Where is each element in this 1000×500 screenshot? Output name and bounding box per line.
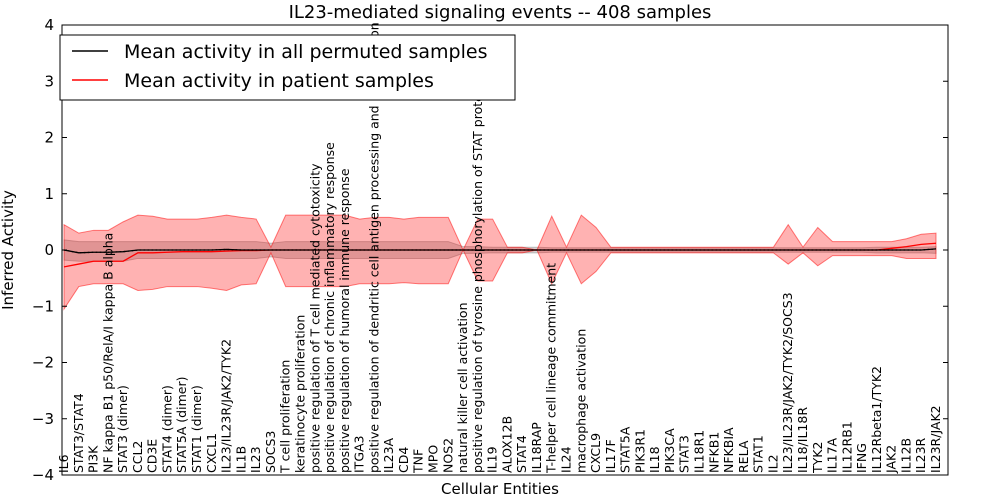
- x-tick-label: IL1B: [233, 446, 248, 473]
- y-tick-label: 0: [44, 241, 54, 259]
- x-tick-label: CXCL9: [588, 433, 603, 473]
- x-tick-label: T-helper cell lineage commitment: [544, 263, 559, 474]
- x-tick-label: SOCS3: [263, 431, 278, 473]
- x-tick-label: NF kappa B1 p50/RelA/I kappa B alpha: [100, 233, 115, 473]
- plot-frame: [61, 24, 949, 476]
- x-tick-label: STAT3: [677, 435, 692, 473]
- x-tick-label: NFKB1: [706, 432, 721, 473]
- x-tick-label: PIK3R1: [632, 429, 647, 473]
- y-tick-label: 1: [44, 185, 54, 203]
- x-tick-label: NOS2: [440, 438, 455, 473]
- x-tick-label: ALOX12B: [499, 416, 514, 473]
- x-tick-label: PI3K: [86, 445, 101, 473]
- legend-label-patient: Mean activity in patient samples: [124, 70, 434, 92]
- x-tick-label: STAT5A (dimer): [174, 377, 189, 473]
- x-tick-label: STAT4: [514, 435, 529, 473]
- x-tick-label: IL24: [559, 446, 574, 473]
- x-tick-label: IL12RB1: [839, 421, 854, 473]
- x-tick-label: T cell proliferation: [278, 360, 293, 474]
- x-tick-label: TYK2: [810, 442, 825, 474]
- x-tick-label: natural killer cell activation: [455, 302, 470, 473]
- x-tick-label: keratinocyte proliferation: [292, 315, 307, 473]
- x-tick-label: IL18RAP: [529, 422, 544, 473]
- x-tick-label: IL19: [485, 446, 500, 473]
- y-tick-label: 2: [44, 129, 54, 147]
- x-tick-label: IL23R: [913, 437, 928, 473]
- x-tick-label: IL23A: [381, 437, 396, 473]
- x-tick-label: IL17F: [603, 439, 618, 473]
- x-axis-label: Cellular Entities: [441, 480, 559, 498]
- x-tick-label: IL18: [647, 446, 662, 473]
- x-tick-label: positive regulation of humoral immune re…: [337, 168, 352, 473]
- x-tick-label: JAK2: [884, 445, 899, 474]
- x-tick-label: STAT3 (dimer): [115, 385, 130, 473]
- x-tick-label: CD4: [396, 447, 411, 473]
- x-tick-label: IL12B: [898, 438, 913, 473]
- x-tick-label: STAT1 (dimer): [189, 385, 204, 473]
- x-tick-label: NFKBIA: [721, 427, 736, 473]
- x-tick-label: STAT4 (dimer): [159, 385, 174, 473]
- x-tick-label: MPO: [425, 445, 440, 473]
- x-tick-label: TNF: [411, 449, 426, 474]
- x-tick-label: IL18R1: [692, 430, 707, 473]
- y-tick-label: −4: [32, 466, 54, 484]
- x-tick-label: positive regulation of tyrosine phosphor…: [470, 83, 485, 473]
- x-tick-label: CD3E: [145, 439, 160, 473]
- x-tick-label: RELA: [736, 440, 751, 473]
- x-tick-label: PIK3CA: [662, 428, 677, 473]
- y-tick-label: −2: [32, 354, 54, 372]
- y-tick-label: −3: [32, 410, 54, 428]
- x-tick-label: ITGA3: [352, 435, 367, 473]
- chart-title: IL23-mediated signaling events -- 408 sa…: [289, 2, 712, 23]
- x-tick-label: IL23/IL23R/JAK2/TYK2: [219, 339, 234, 473]
- permuted-mean-dotted: [63, 248, 937, 254]
- x-tick-label: IL23/IL23R/JAK2/TYK2/SOCS3: [780, 292, 795, 473]
- y-tick-label: 4: [44, 16, 54, 34]
- legend-label-permuted: Mean activity in all permuted samples: [124, 41, 487, 63]
- x-tick-label: IL23R/JAK2: [928, 405, 943, 473]
- x-tick-label: IL17A: [825, 437, 840, 473]
- series-lines: [63, 242, 937, 268]
- x-tick-label: IL12Rbeta1/TYK2: [869, 366, 884, 473]
- x-tick-label: IFNG: [854, 443, 869, 473]
- x-tick-label: STAT3/STAT4: [71, 393, 86, 473]
- x-tick-label: macrophage activation: [573, 329, 588, 473]
- x-tick-label: IL2: [765, 454, 780, 473]
- x-tick-label: CCL2: [130, 441, 145, 473]
- x-tick-label: positive regulation of dendritic cell an…: [366, 22, 381, 473]
- x-tick-label: STAT1: [751, 435, 766, 473]
- y-tick-label: −1: [32, 297, 54, 315]
- y-axis-label: Inferred Activity: [0, 190, 17, 310]
- x-tick-label: positive regulation of T cell mediated c…: [307, 163, 322, 473]
- x-tick-label: IL23: [248, 446, 263, 473]
- patient-band: [63, 214, 937, 311]
- x-tick-label: positive regulation of chronic inflammat…: [322, 142, 337, 473]
- x-tick-label: CXCL1: [204, 433, 219, 473]
- x-tick-label: IL6: [56, 454, 71, 473]
- x-tick-label: IL18/IL18R: [795, 407, 810, 473]
- x-tick-label: STAT5A: [618, 426, 633, 473]
- legend-frame: [59, 34, 516, 101]
- y-tick-label: 3: [44, 72, 54, 90]
- legend: Mean activity in all permuted samples Me…: [59, 34, 516, 101]
